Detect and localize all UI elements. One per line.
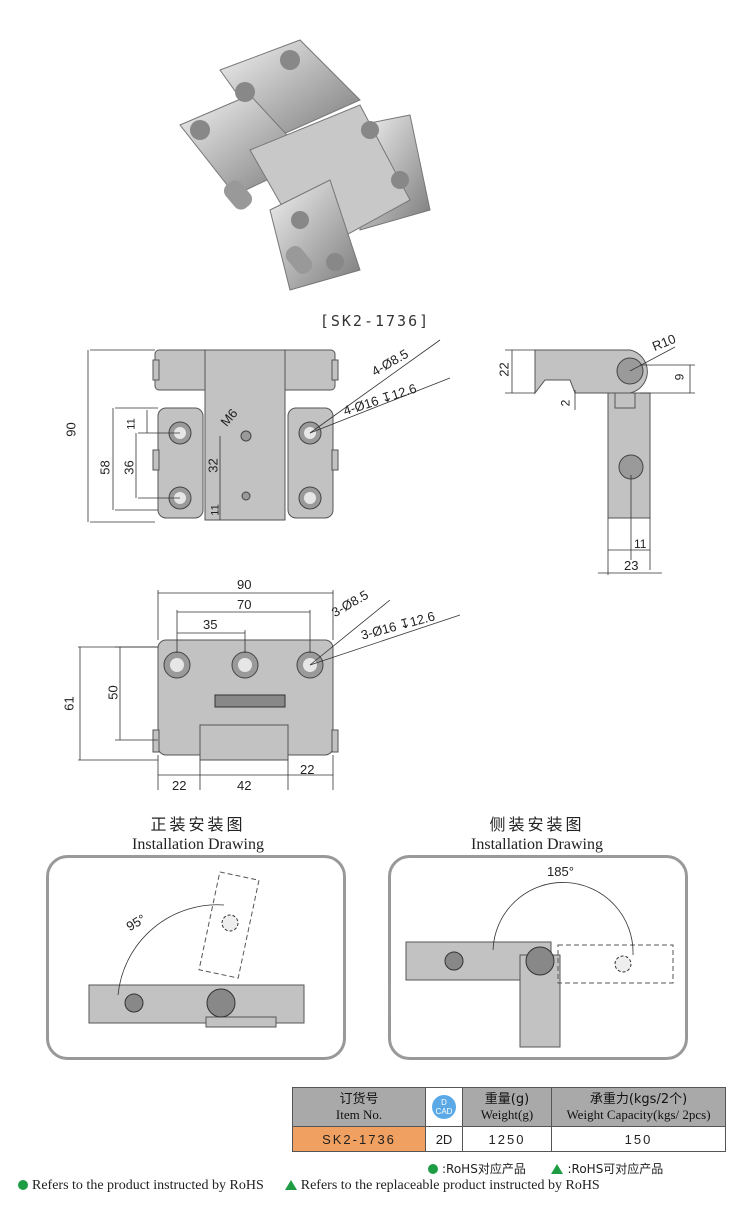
legend-cn: :RoHS对应产品 :RoHS可对应产品 <box>428 1160 663 1177</box>
install-front-title-en: Installation Drawing <box>132 836 264 853</box>
install-side-panel <box>388 855 688 1060</box>
item-number: SK2-1736 <box>292 1126 426 1152</box>
side-dim-11: 11 <box>634 537 647 551</box>
front-dim-bottom-11: 11 <box>209 504 222 516</box>
header-item-cn: 订货号 <box>339 1092 379 1107</box>
header-capacity-en: Weight Capacity(kgs/ 2pcs) <box>566 1107 711 1122</box>
rohs-triangle-icon <box>551 1164 564 1174</box>
bottom-dim-22a: 22 <box>172 778 187 793</box>
side-dim-22: 22 <box>496 362 512 377</box>
legend-rohs-replace-en: Refers to the replaceable product instru… <box>300 1178 600 1193</box>
bottom-dim-90: 90 <box>237 577 252 592</box>
header-capacity-cn: 承重力(kgs/2个) <box>589 1092 688 1107</box>
front-dim-36: 36 <box>121 460 137 475</box>
bottom-dim-70: 70 <box>237 597 252 612</box>
install-front-panel <box>46 855 346 1060</box>
header-weight-en: Weight(g) <box>480 1107 534 1122</box>
header-item-en: Item No. <box>335 1107 383 1122</box>
legend-rohs-cn: :RoHS对应产品 <box>442 1162 526 1176</box>
bottom-dim-42: 42 <box>237 778 252 793</box>
bottom-dim-50: 50 <box>105 685 121 700</box>
model-label: [SK2-1736] <box>319 312 431 330</box>
install-side-angle: 185° <box>547 864 574 879</box>
rohs-dot-icon-en <box>18 1180 28 1190</box>
header-weight-cn: 重量(g) <box>484 1092 530 1107</box>
front-dim-90: 90 <box>63 422 79 437</box>
install-side-title: 侧装安装图 Installation Drawing <box>417 815 657 855</box>
front-dim-11: 11 <box>125 418 138 430</box>
header-weight: 重量(g) Weight(g) <box>462 1087 552 1127</box>
weight-value: 1250 <box>462 1126 552 1152</box>
side-view-drawing <box>505 346 695 575</box>
header-capacity: 承重力(kgs/2个) Weight Capacity(kgs/ 2pcs) <box>551 1087 726 1127</box>
legend-en: Refers to the product instructed by RoHS… <box>18 1178 600 1194</box>
front-dim-58: 58 <box>97 460 113 475</box>
front-view-drawing <box>87 339 451 523</box>
bottom-dim-61: 61 <box>61 696 77 711</box>
rohs-dot-icon <box>428 1164 438 1174</box>
spec-table-row: SK2-1736 2D 1250 150 <box>292 1126 726 1152</box>
capacity-value: 150 <box>551 1126 726 1152</box>
product-photo <box>179 39 431 291</box>
side-dim-9: 9 <box>672 373 687 381</box>
front-dim-32: 32 <box>205 458 221 473</box>
install-side-title-en: Installation Drawing <box>471 836 603 853</box>
header-item: 订货号 Item No. <box>292 1087 426 1127</box>
legend-rohs-replace-cn: :RoHS可对应产品 <box>567 1162 664 1176</box>
bottom-view-drawing <box>78 590 461 790</box>
bottom-dim-35: 35 <box>203 617 218 632</box>
rohs-triangle-icon-en <box>284 1180 297 1190</box>
legend-rohs-en: Refers to the product instructed by RoHS <box>32 1178 264 1193</box>
side-dim-2: 2 <box>558 399 573 407</box>
bottom-dim-22b: 22 <box>300 762 315 777</box>
side-dim-23: 23 <box>624 558 639 573</box>
install-front-title-cn: 正装安装图 <box>150 815 246 834</box>
install-front-title: 正装安装图 Installation Drawing <box>78 815 318 855</box>
cad-value: 2D <box>425 1126 463 1152</box>
install-side-title-cn: 侧装安装图 <box>489 815 585 834</box>
